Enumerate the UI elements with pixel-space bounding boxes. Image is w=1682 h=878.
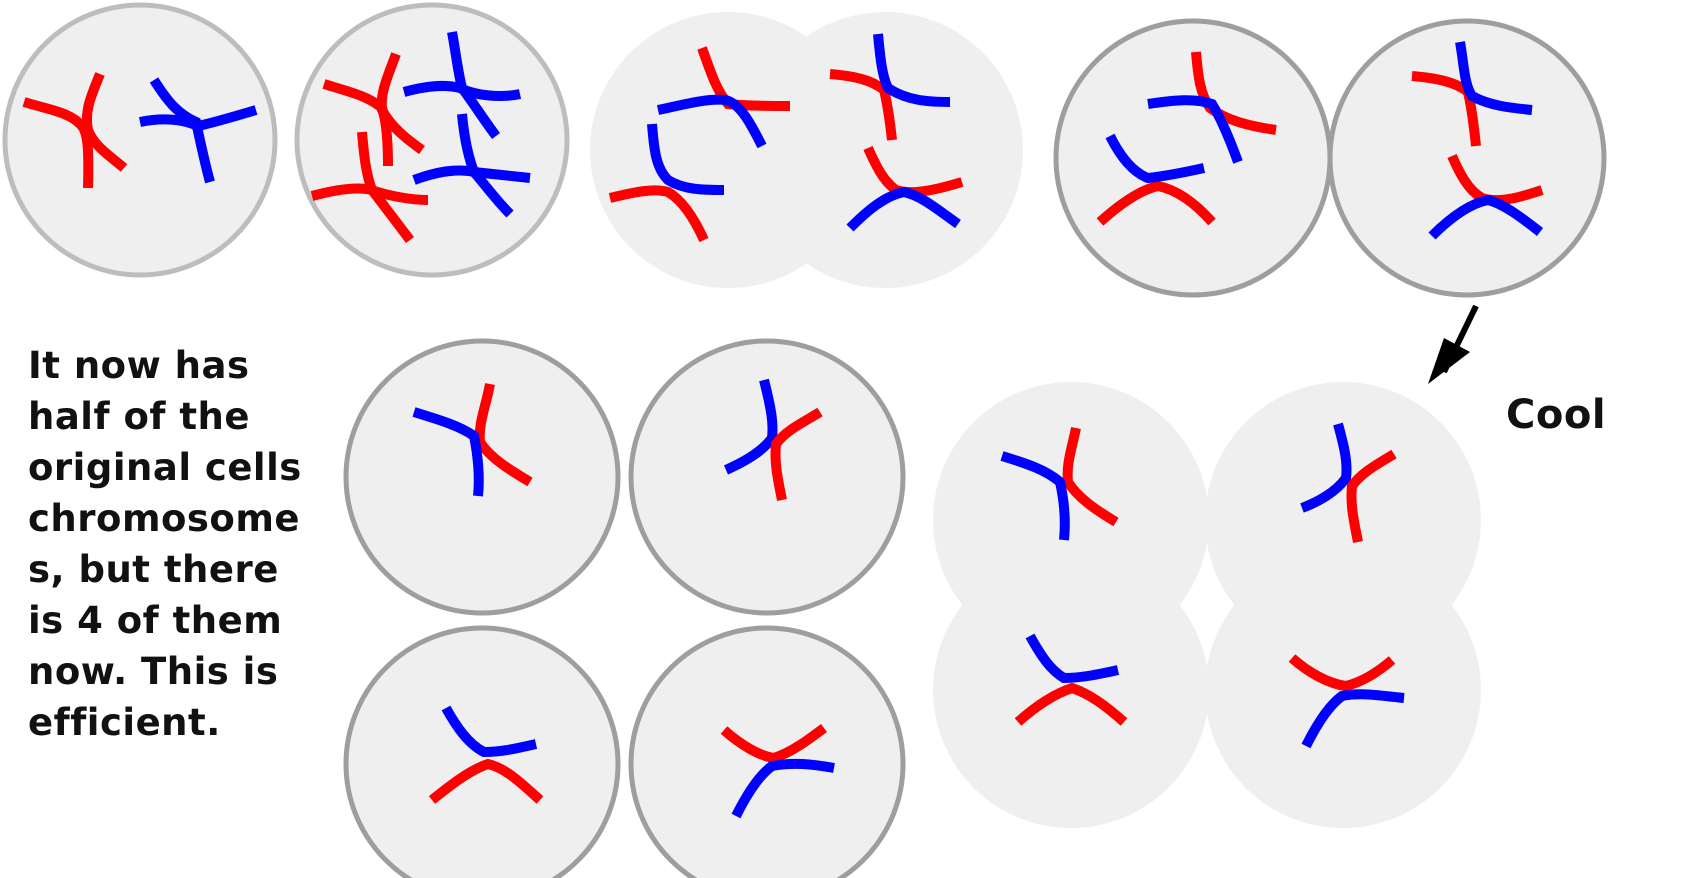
chromosome-strand-maternal bbox=[720, 723, 827, 764]
progress-arrow-icon bbox=[1428, 304, 1479, 384]
side-note-label: Cool bbox=[1506, 392, 1607, 438]
chromosome-maternal-bottom bbox=[310, 131, 429, 244]
chromosome-strand-maternal bbox=[82, 72, 128, 172]
stage-two-daughter-cells bbox=[1053, 18, 1607, 298]
explanation-caption: It now has half of the original cells ch… bbox=[28, 344, 302, 744]
chromosome-strand-paternal bbox=[846, 186, 961, 232]
chromosome-strand-paternal bbox=[139, 105, 258, 132]
chromosome-strand-paternal bbox=[1300, 422, 1352, 513]
stage-four-gametes bbox=[343, 338, 906, 878]
chromosome-strand-paternal bbox=[1301, 689, 1405, 749]
chromosome-strand-maternal bbox=[1062, 427, 1119, 527]
chromosome-paternal-top bbox=[402, 31, 522, 139]
chromosome-paternal-bottom bbox=[412, 113, 531, 218]
chromosome-strand-maternal bbox=[22, 97, 94, 189]
chromosome-strand-paternal bbox=[731, 758, 835, 819]
stage-second-division-cleaving bbox=[933, 382, 1481, 828]
chromosome-strand-maternal bbox=[1288, 654, 1396, 692]
cell bbox=[2, 2, 278, 278]
chromosome-strand-maternal bbox=[376, 52, 425, 155]
stage-interphase-cell bbox=[2, 2, 278, 278]
chromosome-strand-maternal bbox=[1346, 449, 1397, 543]
arrow-head bbox=[1428, 338, 1470, 384]
chromosome-strand-paternal bbox=[873, 33, 951, 107]
chromosome-strand-maternal bbox=[428, 758, 544, 804]
chromosome-strand-maternal bbox=[357, 131, 414, 244]
chromosome-strand-maternal bbox=[770, 407, 823, 501]
chromosome-maternal-top bbox=[322, 52, 425, 167]
stage-first-division-cleaving bbox=[590, 12, 1023, 288]
chromosome-strand-paternal bbox=[656, 94, 767, 149]
cell bbox=[294, 2, 570, 278]
chromosome-strand-paternal bbox=[447, 31, 501, 139]
chromosome-paternal bbox=[139, 77, 258, 184]
chromosome-strand-maternal bbox=[608, 185, 709, 243]
chromosome-strand-maternal bbox=[1014, 682, 1128, 726]
chromosome-strand-paternal bbox=[723, 378, 778, 475]
chromosome-strand-paternal bbox=[647, 123, 725, 195]
chromosome-strand-maternal bbox=[1096, 180, 1216, 226]
chromosome-strand-paternal bbox=[1455, 41, 1533, 115]
chromosome-strand-paternal bbox=[1428, 194, 1544, 240]
chromosome-strand-paternal bbox=[457, 113, 514, 218]
gamete-cell-2 bbox=[628, 338, 906, 616]
chromosome-strand-paternal bbox=[441, 705, 538, 758]
chromosome-strand-paternal bbox=[1105, 133, 1206, 184]
chromosome-strand-paternal bbox=[1000, 451, 1070, 541]
stage-replicated-cell bbox=[294, 2, 570, 278]
chromosome-strand-paternal bbox=[412, 407, 484, 497]
chromosome-strand-paternal bbox=[1147, 95, 1243, 164]
chromosome-strand-paternal bbox=[1025, 633, 1120, 684]
chromosome-maternal bbox=[22, 72, 128, 189]
